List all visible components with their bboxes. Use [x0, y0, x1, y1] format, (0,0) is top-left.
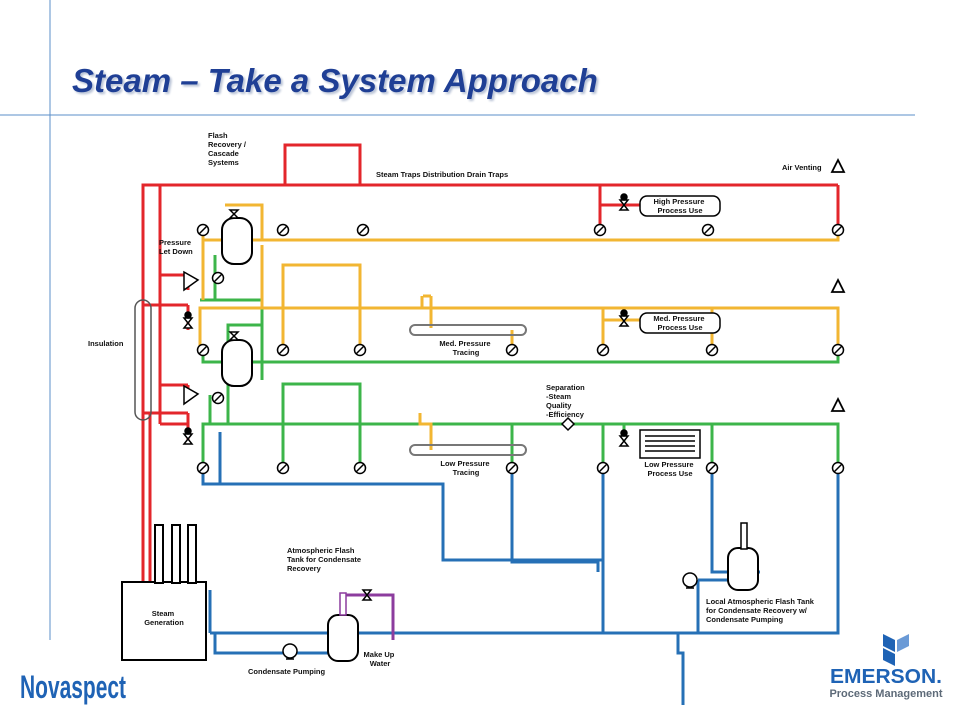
steam-trap-19: [505, 461, 519, 475]
label-make-up-water: Make Up Water: [364, 650, 397, 668]
slide-title: Steam – Take a System Approach: [72, 62, 598, 99]
label-atm-flash-tank: Atmospheric Flash Tank for Condensate Re…: [287, 546, 363, 573]
steam-trap-16: [196, 461, 210, 475]
label-pressure-let-down: Pressure Let Down: [159, 238, 193, 256]
label-insulation: Insulation: [88, 339, 124, 348]
prv-lower: [183, 384, 200, 406]
steam-trap-6: [831, 223, 845, 237]
steam-trap-3: [356, 223, 370, 237]
label-low-pressure-tracing: Low Pressure Tracing: [440, 459, 491, 477]
atm-tank-vent: [339, 592, 347, 616]
label-low-pressure-use: Low Pressure Process Use: [644, 460, 695, 478]
med-pressure-tracing-coil: [409, 324, 527, 336]
label-steam-traps: Steam Traps Distribution Drain Traps: [376, 170, 508, 179]
label-condensate-pumping: Condensate Pumping: [248, 667, 326, 676]
steam-trap-12: [596, 343, 610, 357]
generator-stacks: [154, 524, 197, 584]
local-tank-vent: [740, 522, 748, 550]
steam-trap-2: [276, 223, 290, 237]
atmospheric-flash-tank: [327, 614, 359, 662]
condensate-piping: [201, 432, 840, 705]
steam-generator-box: [121, 581, 207, 661]
valve-flash-tank-1: [228, 209, 240, 219]
steam-separator: [560, 416, 576, 432]
valve-hp-letdown-2: [182, 427, 194, 445]
high-pressure-piping: [141, 143, 840, 584]
steam-trap-20: [596, 461, 610, 475]
valve-lp-use: [618, 429, 630, 447]
label-flash-recovery: Flash Recovery / Cascade Systems: [208, 131, 248, 167]
steam-trap-13: [705, 343, 719, 357]
steam-trap-1: [196, 223, 210, 237]
pumps: [282, 572, 698, 660]
low-pressure-heat-exchanger: [639, 429, 701, 459]
steam-trap-21: [705, 461, 719, 475]
steam-trap-10: [353, 343, 367, 357]
air-vent-2: [830, 277, 846, 293]
steam-trap-9: [276, 343, 290, 357]
valve-make-up: [361, 589, 373, 601]
pressure-reducing-valves: [183, 270, 200, 406]
steam-trap-8: [196, 343, 210, 357]
emerson-process-management: Process Management: [829, 688, 942, 700]
valve-hp-letdown-1: [182, 311, 194, 329]
label-local-flash-tank: Local Atmospheric Flash Tank for Condens…: [706, 597, 816, 624]
label-high-pressure-use: High Pressure Process Use: [654, 197, 707, 215]
label-steam-generation: Steam Generation: [144, 609, 184, 627]
control-valves: [182, 193, 630, 601]
steam-traps: [196, 223, 845, 475]
med-pressure-use-box: [639, 312, 721, 334]
medium-pressure-piping: [198, 203, 840, 450]
valve-hp-use: [618, 193, 630, 211]
steam-trap-5: [701, 223, 715, 237]
low-pressure-tracing-coil: [409, 444, 527, 456]
local-condensate-pump: [682, 572, 698, 589]
valve-mp-use: [618, 309, 630, 327]
local-flash-tank: [727, 547, 759, 591]
label-med-pressure-tracing: Med. Pressure Tracing: [439, 339, 492, 357]
steam-trap-7: [211, 271, 225, 285]
air-vents: [830, 157, 846, 412]
emerson-logo-text: EMERSON.: [830, 666, 942, 688]
steam-trap-22: [831, 461, 845, 475]
steam-trap-17: [276, 461, 290, 475]
low-pressure-piping: [200, 255, 840, 468]
make-up-water-piping: [343, 593, 395, 640]
valve-flash-tank-2: [228, 331, 240, 341]
steam-trap-15: [211, 391, 225, 405]
label-air-venting: Air Venting: [782, 163, 822, 172]
prv-upper: [183, 270, 200, 292]
flash-tank-lower: [221, 339, 253, 387]
steam-trap-11: [505, 343, 519, 357]
high-pressure-use-box: [639, 195, 721, 217]
steam-trap-18: [353, 461, 367, 475]
insulation-jacket: [134, 299, 152, 421]
steam-trap-4: [593, 223, 607, 237]
emerson-logo-mark: [883, 634, 909, 666]
flash-tank-upper: [221, 217, 253, 265]
air-vent-1: [830, 157, 846, 173]
steam-trap-14: [831, 343, 845, 357]
condensate-pump: [282, 643, 298, 660]
air-vent-3: [830, 396, 846, 412]
label-separation: Separation -Steam Quality -Efficiency: [546, 383, 587, 419]
label-med-pressure-use: Med. Pressure Process Use: [653, 314, 706, 332]
novaspect-logo: Novaspect: [20, 669, 126, 705]
